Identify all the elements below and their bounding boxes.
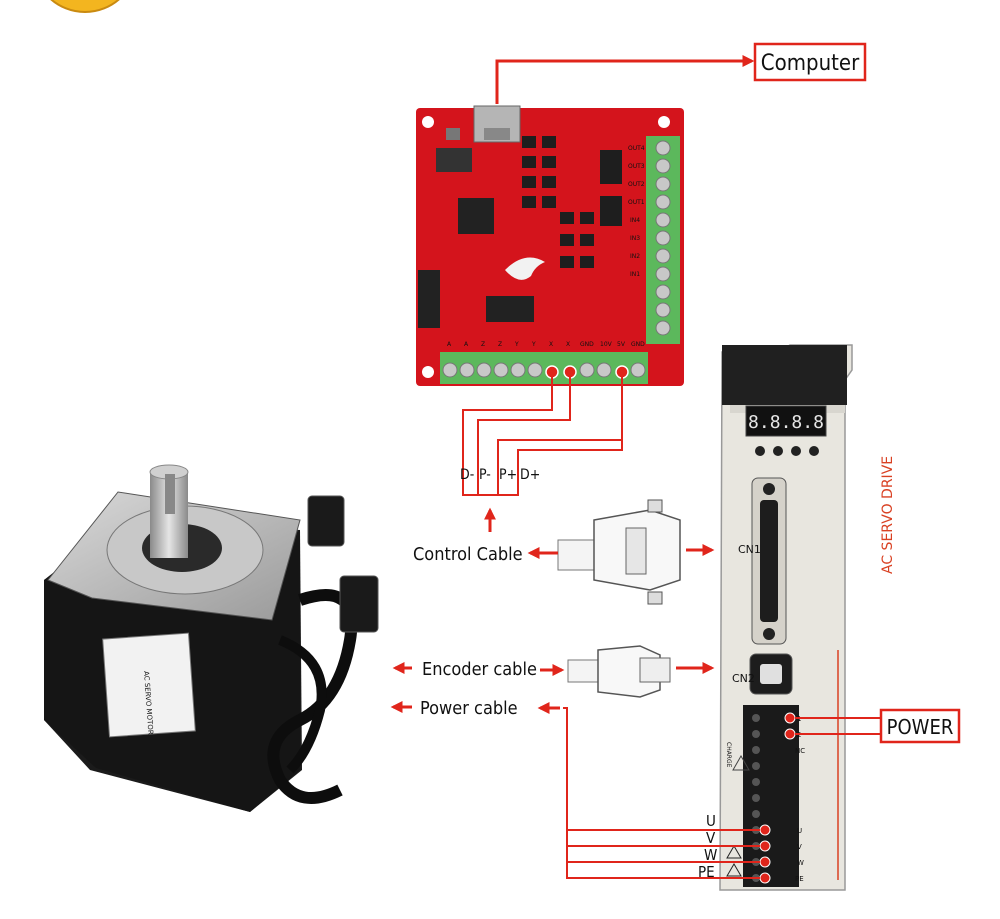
board-pin-label: X: [566, 341, 570, 348]
board-out-label: OUT1: [628, 199, 645, 206]
motor-nameplate: [102, 632, 196, 738]
board-pin-label: Y: [531, 341, 536, 348]
drive-key-button[interactable]: [791, 446, 801, 456]
pin-p-minus: P-: [479, 467, 491, 483]
usb-cable-arrow: [495, 55, 755, 104]
board-pin-label: GND: [631, 341, 645, 348]
board-pin-label: Y: [514, 341, 519, 348]
display-digits: .8.8.8.8.: [737, 412, 835, 433]
drive-display: [745, 405, 827, 437]
board-pin-label: Z: [481, 341, 485, 348]
terminal-label: U: [797, 827, 802, 835]
motor-power-plug: [307, 495, 345, 547]
board-out-label: OUT3: [628, 163, 645, 170]
control-signal-wires: [462, 376, 623, 496]
power-cable-label: Power cable: [420, 698, 518, 719]
computer-box: [753, 42, 867, 82]
phase-u-label: U: [706, 812, 716, 830]
cn1-label: CN1: [738, 543, 761, 556]
phase-v-label: V: [706, 829, 716, 847]
board-in-label: IN1: [630, 271, 640, 278]
drive-title: AC SERVO DRIVE: [880, 456, 896, 574]
board-in-label: IN2: [630, 253, 640, 260]
motor-encoder-plug: [339, 575, 379, 633]
power-label: POWER: [887, 715, 954, 739]
board-pin-label: A: [447, 341, 452, 348]
warning-icon: [726, 845, 742, 859]
board-pin-label: A: [464, 341, 469, 348]
terminal-label: PE: [795, 875, 804, 883]
controller-board: OUT4 OUT3 OUT2 OUT1 IN4 IN3 IN2 IN1 A A …: [416, 105, 684, 386]
input-terminal-block: [440, 352, 648, 384]
board-pin-label: 10V: [600, 341, 613, 348]
board-in-label: IN3: [630, 235, 640, 242]
board-pin-label: GND: [580, 341, 594, 348]
board-out-label: OUT4: [628, 145, 645, 152]
servo-drive: .8.8.8.8. CN1 CN2 CHARGE AC SERVO DRIVE …: [719, 344, 896, 891]
charge-label: CHARGE: [725, 742, 732, 768]
drive-key-button[interactable]: [773, 446, 783, 456]
board-pin-label: Z: [498, 341, 502, 348]
board-pin-label: X: [549, 341, 553, 348]
warning-icon: [726, 863, 742, 877]
warning-icon: [732, 754, 750, 771]
drive-key-button[interactable]: [809, 446, 819, 456]
usb-port-icon: [473, 105, 521, 143]
board-pin-label: 5V: [617, 341, 626, 348]
board-out-label: OUT2: [628, 181, 645, 188]
pin-d-plus: D+: [520, 467, 540, 483]
power-box: [879, 708, 961, 744]
pin-d-minus: D-: [460, 467, 474, 483]
computer-label: Computer: [761, 51, 860, 76]
db-connector-icon: [557, 499, 681, 605]
phase-w-label: W: [704, 846, 717, 864]
phase-pe-label: PE: [698, 863, 715, 881]
motor-phase-wires: [563, 707, 760, 879]
board-in-label: IN4: [630, 217, 640, 224]
encoder-cable-label: Encoder cable: [422, 659, 537, 680]
board-logo-icon: [505, 257, 545, 280]
terminal-label: V: [797, 843, 802, 851]
power-input-wires: [795, 717, 880, 735]
terminal-label: NC: [795, 747, 805, 755]
servo-motor: AC SERVO MOTOR: [44, 464, 379, 812]
pin-p-plus: P+: [499, 467, 517, 483]
corner-badge-icon: [50, 0, 120, 13]
cn2-label: CN2: [732, 672, 755, 685]
encoder-connector-icon: [567, 645, 671, 698]
drive-key-button[interactable]: [755, 446, 765, 456]
terminal-label: W: [797, 859, 804, 867]
control-cable-label: Control Cable: [413, 544, 523, 565]
